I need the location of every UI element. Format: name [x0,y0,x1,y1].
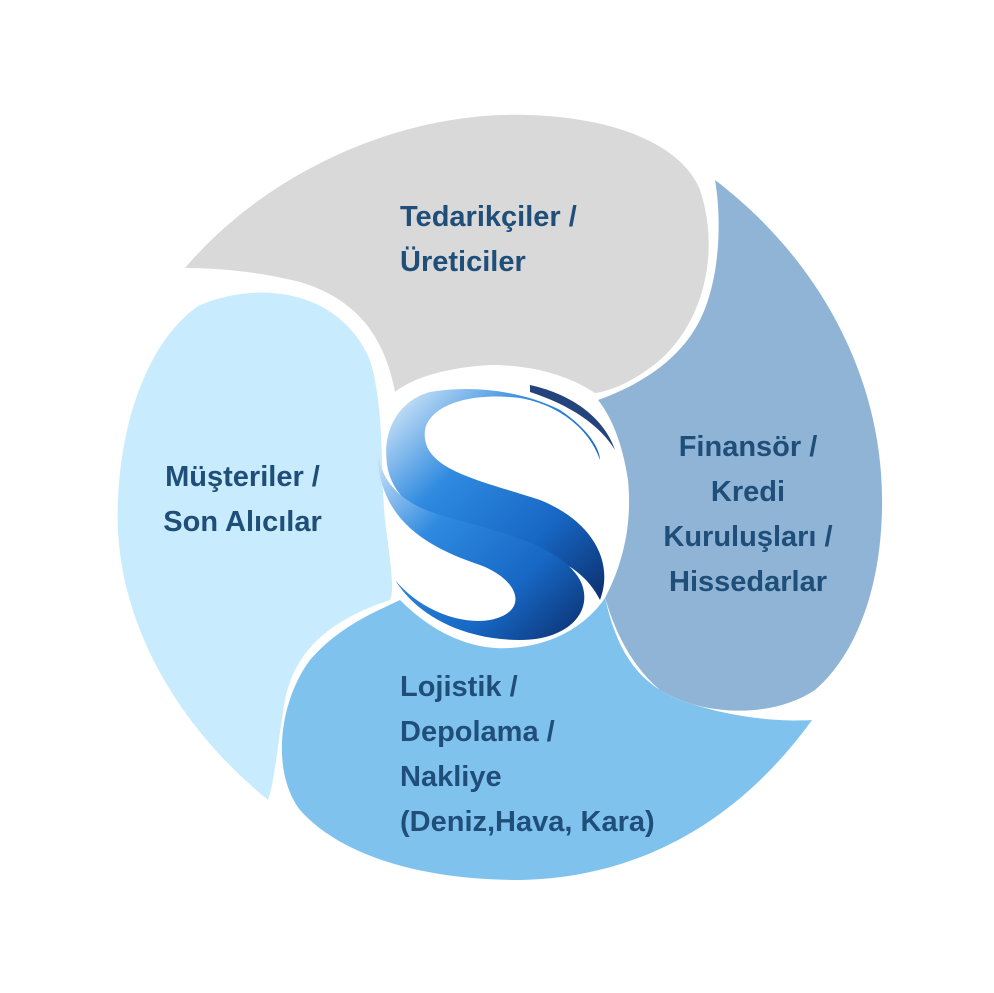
label-line: Son Alıcılar [163,506,322,538]
label-line: Kredi [710,476,786,508]
label-line: Üreticiler [400,246,526,278]
label-line: Kuruluşları / [663,521,833,553]
label-line: Hissedarlar [669,566,827,598]
segment-finance [598,180,883,711]
label-customers: Müşteriler / Son Alıcılar [140,455,345,545]
label-line: Müşteriler / [165,461,320,493]
label-line: Lojistik / [400,671,518,703]
label-finance: Finansör / Kredi Kuruluşları / Hissedarl… [648,425,848,605]
label-line: (Deniz,Hava, Kara) [400,806,655,838]
label-logistics: Lojistik / Depolama / Nakliye (Deniz,Hav… [400,665,655,845]
segment-customers [117,292,393,800]
label-line: Nakliye [400,761,502,793]
label-line: Finansör / [678,431,818,463]
label-line: Tedarikçiler / [400,201,577,233]
label-line: Depolama / [400,716,555,748]
segment-logistics [281,598,812,880]
label-suppliers: Tedarikçiler / Üreticiler [400,195,577,285]
segment-suppliers [185,114,709,394]
logo-icon [377,385,615,640]
